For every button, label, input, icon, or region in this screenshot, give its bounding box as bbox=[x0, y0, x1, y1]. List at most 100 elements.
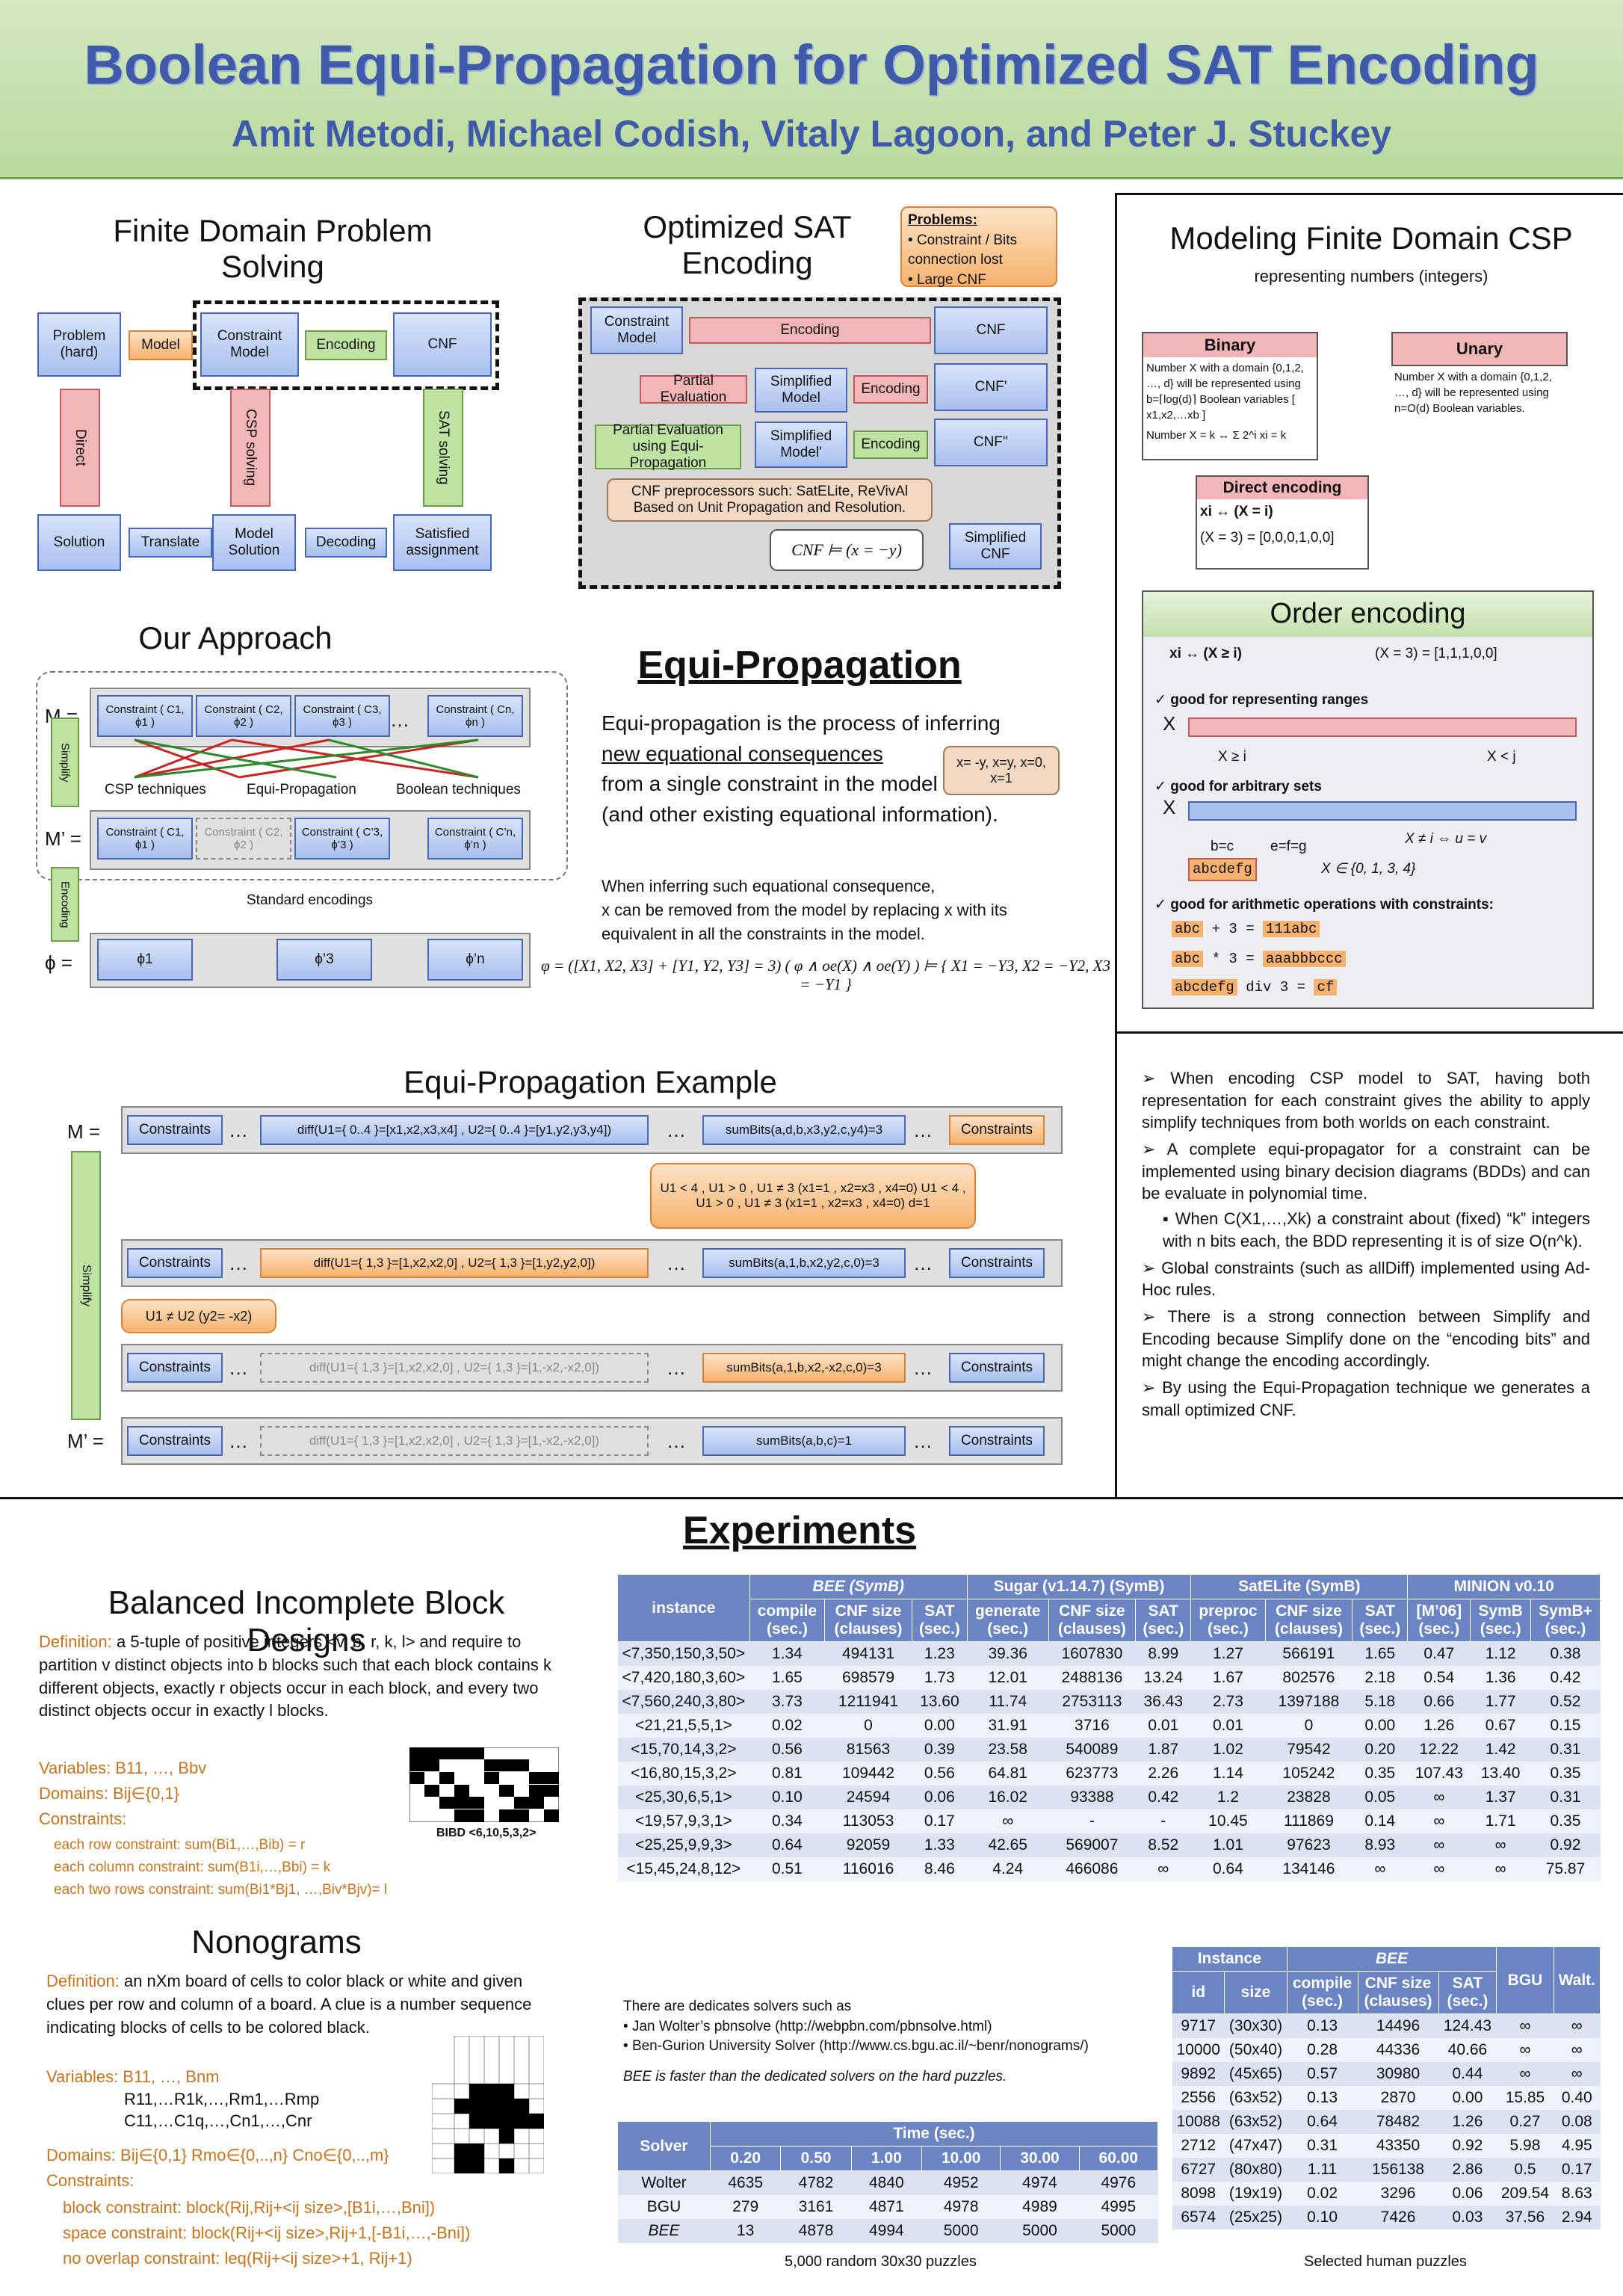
scnf-box: Simplified CNF bbox=[949, 523, 1042, 570]
sm-box: Simplified Model bbox=[755, 368, 847, 413]
table-cell: 0.13 bbox=[1287, 2086, 1358, 2110]
phi-n: ϕ’n bbox=[427, 939, 523, 981]
nono-vars: Variables: B11, …, Bnm R11,…R1k,…,Rm1,…R… bbox=[46, 2067, 320, 2131]
cnf2-box: CNF' bbox=[934, 363, 1048, 411]
table-cell: 109442 bbox=[824, 1762, 912, 1786]
table-cell: 0.27 bbox=[1496, 2110, 1554, 2134]
table-cell: 3296 bbox=[1358, 2182, 1439, 2206]
constraint-p2: Constraint ( C2, ϕ2 ) bbox=[196, 818, 291, 860]
table-cell: 698579 bbox=[824, 1666, 912, 1690]
table-cell: 124.43 bbox=[1438, 2013, 1497, 2038]
table-cell: 0.34 bbox=[749, 1809, 825, 1833]
table-cell: 0.64 bbox=[1287, 2110, 1358, 2134]
table-cell: 5000 bbox=[1000, 2219, 1080, 2243]
table-cell: 623773 bbox=[1048, 1762, 1136, 1786]
table-cell: 540089 bbox=[1048, 1738, 1136, 1762]
cnf3-box: CNF'' bbox=[934, 419, 1048, 466]
sat-arrow: SAT solving bbox=[423, 389, 463, 507]
table-cell: 134146 bbox=[1265, 1857, 1352, 1881]
table-cell: 79542 bbox=[1265, 1738, 1352, 1762]
model-solution-box: Model Solution bbox=[212, 514, 296, 571]
table-cell: 42.65 bbox=[967, 1833, 1049, 1857]
table-cell: 97623 bbox=[1265, 1833, 1352, 1857]
bibd-c1: each row constraint: sum(Bi1,…,Bib) = r bbox=[54, 1837, 306, 1853]
translate-arrow: Translate bbox=[129, 528, 212, 558]
table-cell: 0 bbox=[824, 1714, 912, 1738]
cnf-box: CNF bbox=[393, 312, 492, 377]
table-cell: (63x52) bbox=[1224, 2086, 1287, 2110]
nono-doms: Domains: Bij∈{0,1} Rmo∈{0,..,n} Cno∈{0,.… bbox=[46, 2146, 389, 2164]
table-cell: 0.15 bbox=[1530, 1714, 1601, 1738]
example-title: Equi-Propagation Example bbox=[404, 1064, 777, 1099]
table-cell: 1.42 bbox=[1470, 1738, 1531, 1762]
table-cell: 0.02 bbox=[1287, 2182, 1358, 2206]
bullet: ➢ A complete equi-propagator for a const… bbox=[1142, 1140, 1590, 1203]
table-cell: <19,57,9,3,1> bbox=[617, 1809, 750, 1833]
ex-dots: … bbox=[229, 1357, 248, 1379]
ex-constraints: Constraints bbox=[127, 1115, 223, 1145]
table-cell: 14496 bbox=[1358, 2013, 1439, 2038]
col-header: 60.00 bbox=[1078, 2146, 1159, 2171]
bibd-c3: each two rows constraint: sum(Bi1*Bj1, …… bbox=[54, 1882, 388, 1898]
table-cell: 5000 bbox=[1079, 2219, 1158, 2243]
table-cell: ∞ bbox=[967, 1809, 1049, 1833]
binary-box: Binary Number X with a domain {0,1,2, …,… bbox=[1142, 332, 1318, 460]
encoding3-arrow: Encoding bbox=[853, 430, 928, 459]
ex-dots: … bbox=[667, 1119, 686, 1141]
ex-dots: … bbox=[667, 1357, 686, 1379]
table-cell: 2.86 bbox=[1438, 2158, 1497, 2182]
model-subtitle: representing numbers (integers) bbox=[1254, 267, 1488, 286]
crossing-arrows bbox=[134, 738, 479, 779]
encoding2-arrow: Encoding bbox=[853, 375, 928, 404]
table-cell: ∞ bbox=[1407, 1786, 1471, 1809]
ex-dots: … bbox=[913, 1430, 933, 1452]
col-header: SAT (sec.) bbox=[1438, 1971, 1497, 2014]
binary-title: Binary bbox=[1143, 333, 1317, 357]
ex-dots: … bbox=[667, 1430, 686, 1452]
table-cell: 4952 bbox=[921, 2170, 1001, 2195]
model-arrow: Model bbox=[129, 330, 193, 360]
equi-title: Equi-Propagation bbox=[637, 644, 962, 687]
table-cell: 4878 bbox=[780, 2219, 852, 2243]
x-label-2: X bbox=[1163, 796, 1176, 818]
table-cell: 24594 bbox=[824, 1786, 912, 1809]
ex-diff-4: diff(U1={ 1,3 }=[1,x2,x2,0] , U2={ 1,3 }… bbox=[260, 1426, 649, 1456]
table-cell: 10000 bbox=[1172, 2038, 1225, 2062]
constraint-n: Constraint ( Cn, ϕn ) bbox=[427, 695, 523, 737]
table-cell: 75.87 bbox=[1530, 1857, 1601, 1881]
bullet: ➢ When encoding CSP model to SAT, having… bbox=[1142, 1069, 1591, 1132]
col-header: Instance bbox=[1172, 1946, 1287, 1972]
col-header: SAT (sec.) bbox=[911, 1599, 968, 1642]
col-header: size bbox=[1224, 1971, 1287, 2014]
opt-encoding-arrow: Encoding bbox=[689, 317, 931, 344]
ex-constraints: Constraints bbox=[949, 1353, 1045, 1383]
table-cell: 13.24 bbox=[1135, 1666, 1191, 1690]
bullet: ➢ There is a strong connection between S… bbox=[1142, 1306, 1590, 1371]
table-cell: 11.74 bbox=[967, 1690, 1049, 1714]
nono-title: Nonograms bbox=[191, 1924, 362, 1960]
table-cell: 2712 bbox=[1172, 2134, 1225, 2158]
phi-1: ϕ1 bbox=[97, 939, 193, 981]
unary-text: Number X with a domain {0,1,2, …, d} wil… bbox=[1394, 371, 1552, 415]
table-cell: 0.02 bbox=[749, 1714, 825, 1738]
equi-p2: new equational consequences bbox=[602, 741, 883, 765]
table-cell: 39.36 bbox=[967, 1641, 1049, 1666]
col-header: [M’06] (sec.) bbox=[1407, 1599, 1471, 1642]
table-cell: 0.31 bbox=[1287, 2134, 1358, 2158]
table-cell: 0.56 bbox=[749, 1738, 825, 1762]
col-header: compile (sec.) bbox=[749, 1599, 826, 1642]
col-header: id bbox=[1171, 1971, 1225, 2014]
table-cell: 0.00 bbox=[912, 1714, 968, 1738]
table-cell: 16.02 bbox=[967, 1786, 1049, 1809]
table-cell: 802576 bbox=[1265, 1666, 1352, 1690]
table-cell: ∞ bbox=[1135, 1857, 1191, 1881]
